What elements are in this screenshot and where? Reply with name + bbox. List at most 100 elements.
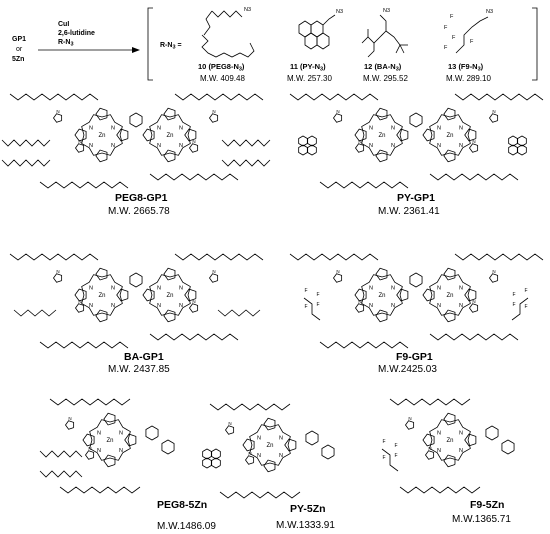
py-5zn-porphyrin-pyrrole-3 (263, 417, 276, 431)
py-gp1-porphyrin-right-pyrrole-1 (443, 149, 456, 163)
f9-5zn-porphyrin-pyrrole-1 (443, 454, 456, 468)
peg8-gp1-triazole-left-bottom-n: N (78, 139, 81, 144)
reaction-scheme: GP1 or 5Zn CuI 2,6-lutidine R-N3 R-N3 = … (0, 0, 550, 90)
f9-gp1-porphyrin-left-pyrrole-3 (375, 267, 388, 281)
f9-gp1-f9-left-f1: F (316, 302, 319, 308)
py-gp1-porphyrin-right-n4: N (459, 143, 463, 149)
py-5zn-porphyrin-macrocycle (249, 424, 291, 466)
peg8-gp1-porphyrin-left-pyrrole-3 (95, 107, 108, 121)
py-5zn-porphyrin-pyrrole-2 (242, 438, 255, 452)
peg8-gp1-chain-bottom-right (149, 173, 239, 181)
py-5zn-porphyrin-n4: N (279, 453, 283, 459)
py-gp1-triazole-right-bottom-n: N (472, 139, 475, 144)
f9-gp1-triazole-left-top (333, 273, 343, 283)
f9-gp1-porphyrin-left-n3: N (369, 303, 373, 309)
py-5zn-pyrene-r4 (211, 457, 221, 469)
ba-gp1-triazole-right-bottom (189, 303, 199, 313)
ba-gp1-porphyrin-right-n4: N (179, 303, 183, 309)
py-gp1-porphyrin-left-zn: Zn (378, 133, 385, 139)
ba-gp1-porphyrin-left-macrocycle (81, 274, 123, 316)
f9-gp1-triazole-left-bottom-n: N (358, 299, 361, 304)
peg8-gp1-porphyrin-left-pyrrole-2 (74, 128, 87, 142)
f9-5zn-triazole-2 (425, 450, 435, 460)
pyrene-azide-n3: N3 (336, 9, 344, 15)
peg8-5zn-porphyrin-n2: N (119, 431, 123, 437)
peg8-5zn-phenyl (145, 425, 159, 441)
f9-azide-n3: N3 (486, 9, 494, 15)
f9-gp1-triazole-right-top (489, 273, 499, 283)
f9-5zn-dioxane (501, 439, 515, 455)
peg8-gp1-porphyrin-right-n2: N (179, 126, 183, 132)
peg8-gp1-porphyrin-right-pyrrole-3 (163, 107, 176, 121)
f9-5zn-porphyrin-n3: N (437, 448, 441, 454)
ba-gp1-porphyrin-right-n1: N (157, 286, 161, 292)
reagent-11-label: 11 (PY-N3) (290, 62, 326, 73)
py-5zn-porphyrin-n2: N (279, 436, 283, 442)
py-gp1-pyrene-right-r1 (508, 135, 518, 147)
py-5zn-porphyrin-zn: Zn (266, 443, 273, 449)
peg8-5zn-porphyrin-pyrrole-3 (103, 412, 116, 426)
product-peg8-gp1-name: PEG8-GP1 (115, 192, 168, 204)
peg8-gp1-triazole-left-bottom (75, 143, 85, 153)
peg8-gp1-porphyrin-left-n3: N (89, 143, 93, 149)
peg8-5zn-peg-2 (39, 470, 83, 478)
peg8-5zn-dioxane (161, 439, 175, 455)
ba-gp1-triazole-left-bottom (75, 303, 85, 313)
f9-gp1-triazole-right-bottom (469, 303, 479, 313)
peg8-gp1-porphyrin-left-n1: N (89, 126, 93, 132)
ba-gp1-porphyrin-left-n4: N (111, 303, 115, 309)
pyrene-azide-structure (298, 14, 336, 50)
py-gp1-triazole-left-top (333, 113, 343, 123)
ba-gp1-chain-top-left (9, 253, 99, 261)
py-gp1-chain-bottom-right (429, 173, 519, 181)
f9-5zn-porphyrin-pyrrole-0 (464, 433, 477, 447)
f9-gp1-f9-left-f3: F (304, 288, 307, 294)
ba-gp1-porphyrin-left-pyrrole-0 (116, 288, 129, 302)
peg8-5zn-triazole-2-n: N (88, 446, 91, 451)
f9-gp1-porphyrin-left-n4: N (391, 303, 395, 309)
peg8-5zn-porphyrin-pyrrole-2 (82, 433, 95, 447)
py-gp1-triazole-right-bottom (469, 143, 479, 153)
f9-5zn-porphyrin-n1: N (437, 431, 441, 437)
peg8-azide-n3: N3 (244, 7, 252, 13)
peg8-gp1-peg-left-2 (1, 159, 51, 167)
ba-gp1-porphyrin-left-n1: N (89, 286, 93, 292)
py-gp1-chain-top-left (289, 93, 379, 101)
f9-gp1-triazole-left-top-n: N (336, 269, 339, 274)
f9-gp1-f9-right-chain (511, 297, 529, 321)
ba-gp1-chain-bottom-left (39, 341, 129, 349)
f9-gp1-f9-right-f3: F (524, 288, 527, 294)
f9-5zn-porphyrin-zn: Zn (446, 438, 453, 444)
peg8-gp1-porphyrin-left-zn: Zn (98, 133, 105, 139)
peg8-5zn-porphyrin-pyrrole-1 (103, 454, 116, 468)
f9-gp1-f9-right-f1: F (512, 302, 515, 308)
product-py-gp1-name: PY-GP1 (397, 192, 435, 204)
f9-5zn-chain-top (389, 398, 471, 406)
py-gp1-porphyrin-right-zn: Zn (446, 133, 453, 139)
f9-gp1-triazole-left-bottom (355, 303, 365, 313)
ba-gp1-porphyrin-left-pyrrole-1 (95, 309, 108, 323)
py-5zn-triazole (225, 425, 235, 435)
f9-fluorine-5: F (470, 39, 474, 45)
f9-gp1-porphyrin-right-n2: N (459, 286, 463, 292)
peg8-gp1-chain-top-right (174, 93, 264, 101)
py-gp1-porphyrin-right-pyrrole-2 (422, 128, 435, 142)
py-5zn-chain-bottom (219, 491, 301, 499)
f9-gp1-chain-top-right (454, 253, 544, 261)
f9-gp1-porphyrin-left-zn: Zn (378, 293, 385, 299)
f9-5zn-f9-chain (381, 448, 399, 472)
ba-gp1-porphyrin-right-zn: Zn (166, 293, 173, 299)
ba-gp1-branch-left (13, 309, 57, 317)
py-gp1-chain-bottom-left (319, 181, 409, 189)
product-ba-gp1-mw: M.W. 2437.85 (108, 364, 170, 375)
product-f9-gp1-mw: M.W.2425.03 (378, 364, 437, 375)
peg8-gp1-porphyrin-left-pyrrole-0 (116, 128, 129, 142)
peg8-gp1-porphyrin-right-n3: N (157, 143, 161, 149)
product-py-5zn-name: PY-5Zn (290, 503, 326, 515)
py-gp1-porphyrin-left-pyrrole-3 (375, 107, 388, 121)
ba-gp1-triazole-left-top (53, 273, 63, 283)
product-py-5zn-mw: M.W.1333.91 (276, 520, 335, 531)
f9-fluorine-2: F (444, 25, 448, 31)
peg8-gp1-porphyrin-right-n4: N (179, 143, 183, 149)
f9-gp1-porphyrin-right-pyrrole-1 (443, 309, 456, 323)
